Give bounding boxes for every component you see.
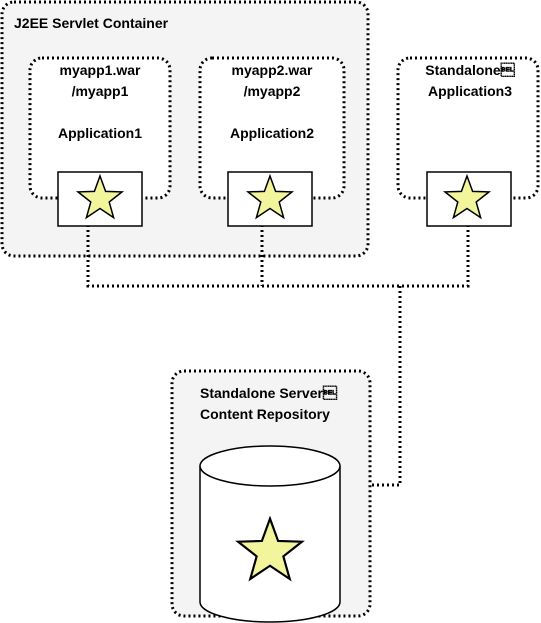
application2-box: myapp2.war /myapp2 Application2: [198, 56, 346, 227]
application1-box: myapp1.war /myapp1 Application1: [28, 56, 172, 227]
app2-war-label: myapp2.war: [232, 62, 313, 78]
content-repository-server: Standalone Server Content Repository: [170, 369, 372, 623]
app1-path-label: /myapp1: [72, 83, 129, 99]
connector-lines: [86, 225, 470, 487]
application3-box: Standalone Application3: [396, 56, 540, 227]
container-title: J2EE Servlet Container: [14, 15, 169, 31]
server-title-line2: Content Repository: [200, 406, 330, 422]
app3-standalone-label: Standalone: [425, 62, 515, 78]
app3-name-label: Application3: [428, 83, 512, 99]
app2-name-label: Application2: [230, 125, 314, 141]
app2-path-label: /myapp2: [244, 83, 301, 99]
app1-war-label: myapp1.war: [60, 62, 141, 78]
app1-name-label: Application1: [58, 125, 142, 141]
server-title-line1: Standalone Server: [200, 385, 338, 401]
